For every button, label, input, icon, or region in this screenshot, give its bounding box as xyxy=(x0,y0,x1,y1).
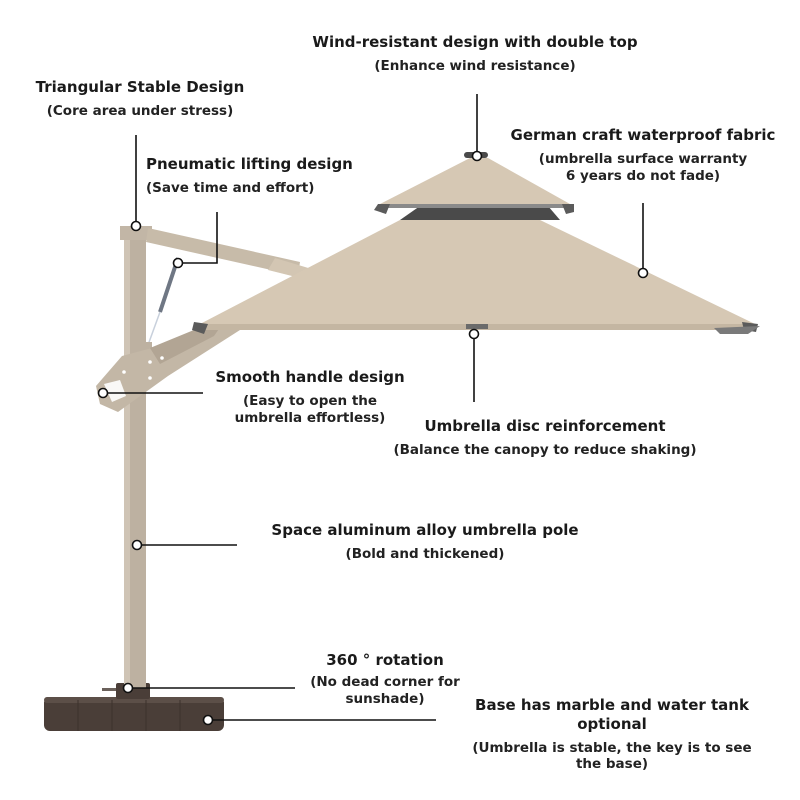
callout-sub: (Enhance wind resistance) xyxy=(374,57,576,74)
callout-title: Pneumatic lifting design xyxy=(146,155,353,173)
callout-sub: (Core area under stress) xyxy=(46,102,234,119)
leader-lines xyxy=(107,94,644,721)
callout-pneumatic: Pneumatic lifting design (Save time and … xyxy=(146,155,386,197)
callout-title: German craft waterproof fabric xyxy=(510,126,776,144)
callout-sub: (No dead corner for sunshade) xyxy=(310,673,460,707)
callout-title: Umbrella disc reinforcement xyxy=(424,417,666,435)
callout-disc: Umbrella disc reinforcement (Balance the… xyxy=(380,417,710,459)
callout-title: 360 ° rotation xyxy=(326,651,444,669)
pole-icon xyxy=(120,226,152,688)
callout-rotation: 360 ° rotation (No dead corner for sunsh… xyxy=(300,651,470,708)
canopy-icon xyxy=(192,152,760,334)
callout-triangular: Triangular Stable Design (Core area unde… xyxy=(20,78,260,120)
callout-title: Space aluminum alloy umbrella pole xyxy=(271,521,579,539)
callout-sub: (Balance the canopy to reduce shaking) xyxy=(393,441,697,458)
callout-handle: Smooth handle design (Easy to open the u… xyxy=(205,368,415,427)
callout-sub: (Bold and thickened) xyxy=(345,545,505,562)
callout-sub: (Easy to open the umbrella effortless) xyxy=(234,392,386,426)
callout-title: Smooth handle design xyxy=(215,368,405,386)
callout-title: Base has marble and water tank optional xyxy=(475,696,749,733)
callout-sub: (Umbrella is stable, the key is to see t… xyxy=(472,739,752,773)
callout-title: Triangular Stable Design xyxy=(35,78,245,96)
callout-sub: (Save time and effort) xyxy=(146,179,315,196)
callout-base: Base has marble and water tank optional … xyxy=(462,696,762,773)
callout-pole: Space aluminum alloy umbrella pole (Bold… xyxy=(245,521,605,563)
callout-dots xyxy=(97,150,649,726)
callout-fabric: German craft waterproof fabric (umbrella… xyxy=(498,126,788,185)
callout-sub: (umbrella surface warranty 6 years do no… xyxy=(538,150,748,184)
base-icon xyxy=(44,683,224,731)
callout-title: Wind-resistant design with double top xyxy=(312,33,638,51)
callout-double-top: Wind-resistant design with double top (E… xyxy=(290,33,660,75)
